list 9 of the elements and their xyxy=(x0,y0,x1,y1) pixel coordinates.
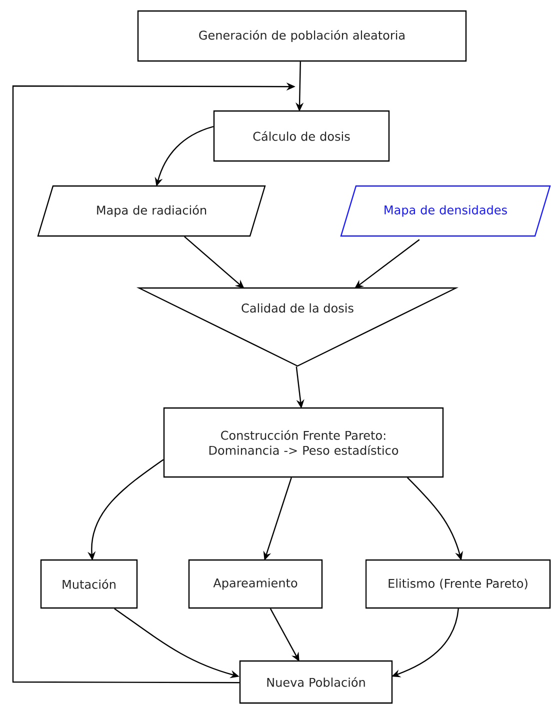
data-parallelogram: Mapa de radiación xyxy=(37,185,266,237)
process-box: Mutación xyxy=(40,559,138,609)
data-parallelogram: Mapa de densidades xyxy=(340,185,551,237)
process-box: Construcción Frente Pareto: Dominancia -> Peso estadístico xyxy=(163,407,444,478)
process-box: Apareamiento xyxy=(188,559,323,609)
process-box: Generación de población aleatoria xyxy=(137,10,467,62)
process-box: Nueva Población xyxy=(239,660,393,704)
process-box: Elitismo (Frente Pareto) xyxy=(365,559,551,609)
process-box: Cálculo de dosis xyxy=(213,110,390,162)
